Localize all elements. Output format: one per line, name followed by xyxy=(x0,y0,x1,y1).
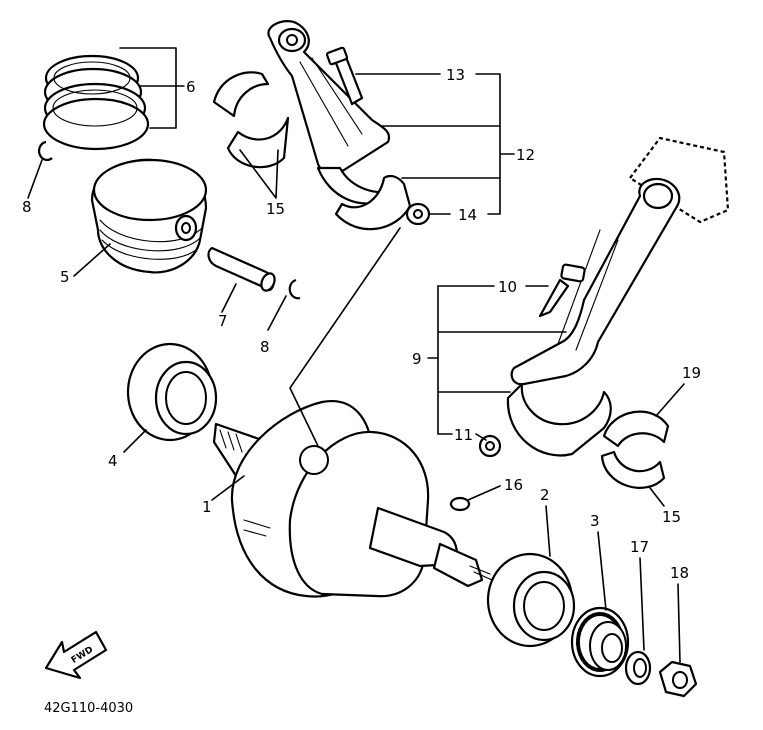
callout-8-left: 8 xyxy=(22,198,32,216)
callout-16: 16 xyxy=(504,476,523,494)
rod-nut-lower[interactable] xyxy=(478,434,502,458)
crank-nut[interactable] xyxy=(658,660,698,698)
callout-2: 2 xyxy=(540,486,550,504)
diagram-code: 42G110-4030 xyxy=(44,701,133,716)
rod-bolt-upper[interactable] xyxy=(325,46,364,106)
main-bearing-right[interactable] xyxy=(486,552,576,648)
callout-6: 6 xyxy=(186,78,196,96)
rod-nut-upper[interactable] xyxy=(405,202,431,226)
piston-rings[interactable] xyxy=(42,54,150,151)
washer[interactable] xyxy=(624,650,652,686)
callout-12: 12 xyxy=(516,146,535,164)
callout-4: 4 xyxy=(108,452,118,470)
callout-10: 10 xyxy=(498,278,517,296)
main-bearing-left[interactable] xyxy=(126,342,218,442)
forward-direction-arrow: FWD xyxy=(44,630,108,680)
connecting-rod-lower[interactable] xyxy=(506,136,730,457)
callout-15-lower: 15 xyxy=(662,508,681,526)
circlip-left[interactable] xyxy=(38,140,53,161)
callout-17: 17 xyxy=(630,538,649,556)
drive-gear[interactable] xyxy=(570,606,630,678)
callout-13: 13 xyxy=(446,66,465,84)
crankshaft[interactable] xyxy=(212,399,493,598)
connecting-rod-upper[interactable] xyxy=(267,20,394,205)
callout-8-right: 8 xyxy=(260,338,270,356)
piston[interactable] xyxy=(90,158,208,274)
leader-lines xyxy=(27,47,685,663)
bearing-shells-lower[interactable] xyxy=(600,410,670,489)
callout-18: 18 xyxy=(670,564,689,582)
callout-5: 5 xyxy=(60,268,70,286)
callout-19: 19 xyxy=(682,364,701,382)
circlip-right[interactable] xyxy=(288,278,301,300)
callout-numbers: 6 8 5 7 8 4 1 15 13 12 14 10 9 11 19 15 … xyxy=(22,66,701,582)
callout-15-upper: 15 xyxy=(266,200,285,218)
connecting-rod-cap-upper[interactable] xyxy=(334,174,412,231)
callout-7: 7 xyxy=(218,312,228,330)
piston-pin[interactable] xyxy=(207,246,278,293)
bearing-shells-upper[interactable] xyxy=(212,71,290,169)
callout-9: 9 xyxy=(412,350,422,368)
callout-14: 14 xyxy=(458,206,477,224)
callout-1: 1 xyxy=(202,498,212,516)
callout-11: 11 xyxy=(454,426,473,444)
rod-bolt-lower[interactable] xyxy=(538,263,586,318)
callout-3: 3 xyxy=(590,512,600,530)
woodruff-key[interactable] xyxy=(449,496,471,512)
